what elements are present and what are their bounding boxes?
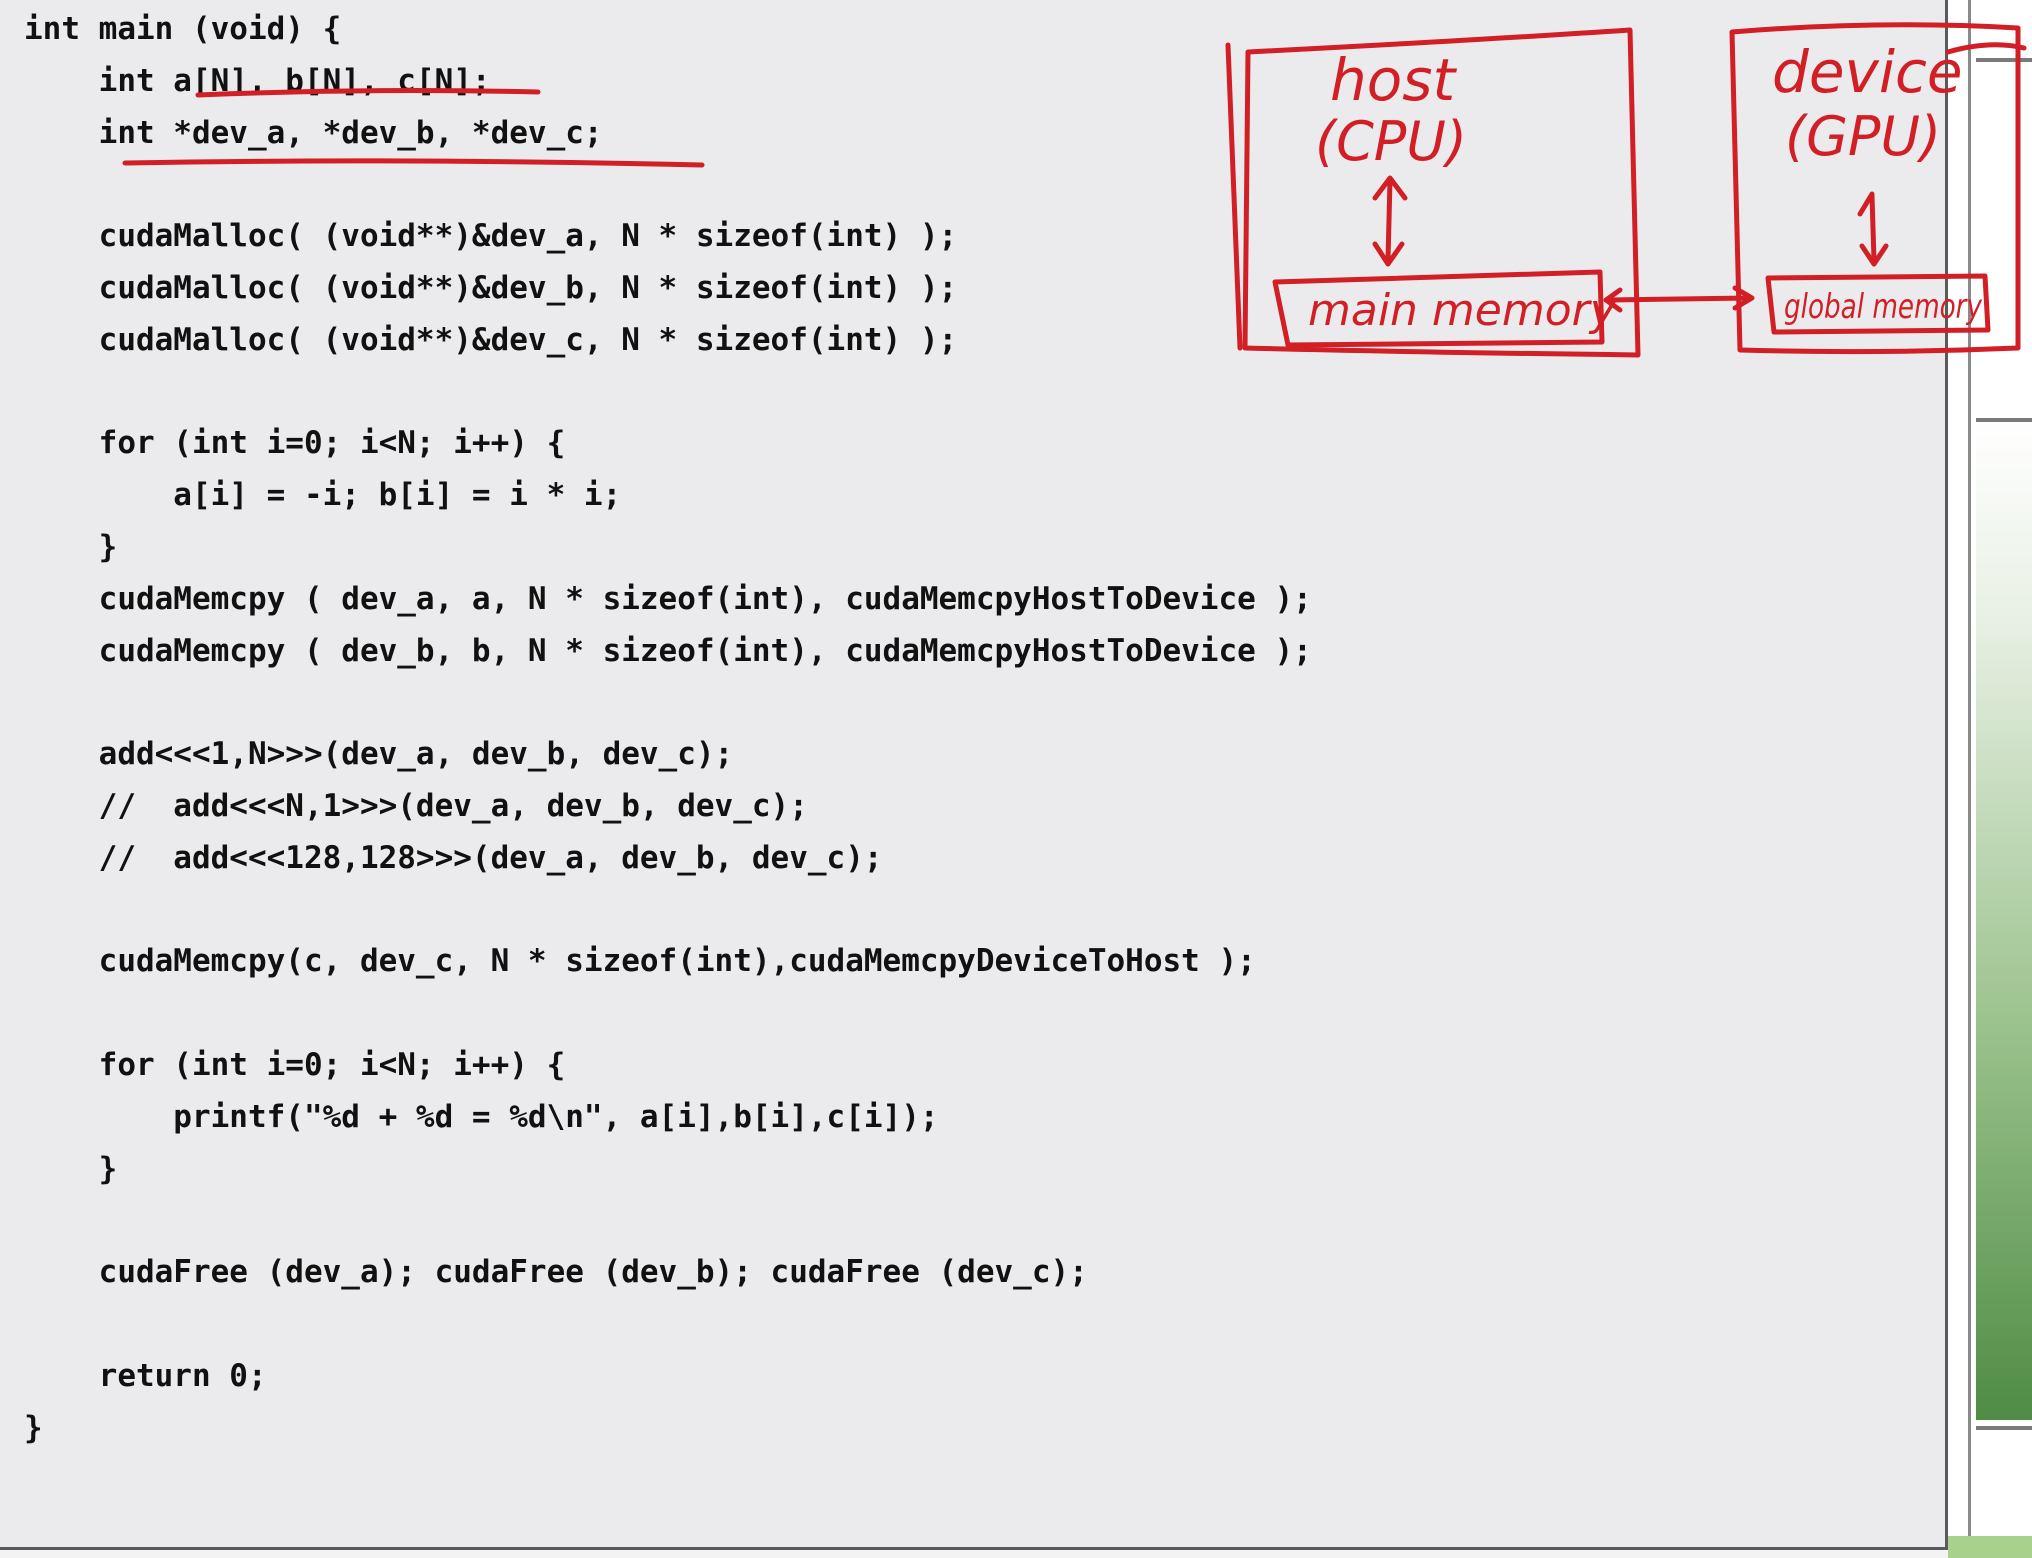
code-line: int *dev_a, *dev_b, *dev_c; — [24, 114, 603, 151]
code-line: a[i] = -i; b[i] = i * i; — [24, 477, 622, 514]
code-line: // add<<<N,1>>>(dev_a, dev_b, dev_c); — [24, 787, 808, 824]
divider — [1976, 418, 2032, 422]
code-line: cudaMalloc( (void**)&dev_b, N * sizeof(i… — [24, 269, 958, 306]
divider — [1976, 58, 2032, 62]
code-line: for (int i=0; i<N; i++) { — [24, 1046, 566, 1083]
code-line: } — [24, 528, 118, 565]
code-line: add<<<1,N>>>(dev_a, dev_b, dev_c); — [24, 736, 734, 773]
code-line: cudaMemcpy ( dev_b, b, N * sizeof(int), … — [24, 632, 1312, 669]
code-line: int main (void) { — [24, 11, 342, 47]
divider — [1968, 0, 1971, 1558]
code-line: for (int i=0; i<N; i++) { — [24, 425, 566, 462]
code-line: cudaMemcpy ( dev_a, a, N * sizeof(int), … — [24, 580, 1312, 617]
code-line — [24, 988, 1312, 1040]
code-line — [24, 1195, 1312, 1247]
divider — [1976, 1426, 2032, 1430]
code-line — [24, 159, 1312, 211]
code-line: printf("%d + %d = %d\n", a[i],b[i],c[i])… — [24, 1098, 939, 1135]
code-line: int a[N], b[N], c[N]; — [24, 62, 491, 99]
green-bar — [1948, 1536, 2032, 1558]
code-line: // add<<<128,128>>>(dev_a, dev_b, dev_c)… — [24, 839, 883, 876]
code-line — [24, 1299, 1312, 1351]
code-line: } — [24, 1150, 118, 1187]
code-block: int main (void) { int a[N], b[N], c[N]; … — [24, 4, 1312, 1454]
code-line: cudaFree (dev_a); cudaFree (dev_b); cuda… — [24, 1254, 1088, 1291]
code-line: cudaMalloc( (void**)&dev_c, N * sizeof(i… — [24, 321, 958, 358]
code-line: cudaMalloc( (void**)&dev_a, N * sizeof(i… — [24, 218, 958, 255]
side-decoration — [1948, 0, 2032, 1558]
code-line — [24, 885, 1312, 937]
slide: int main (void) { int a[N], b[N], c[N]; … — [0, 0, 1948, 1550]
code-line — [24, 367, 1312, 419]
code-line: cudaMemcpy(c, dev_c, N * sizeof(int),cud… — [24, 943, 1256, 980]
code-line: } — [24, 1409, 43, 1446]
code-line — [24, 677, 1312, 729]
green-gradient-panel — [1976, 420, 2032, 1420]
code-line: return 0; — [24, 1357, 267, 1394]
